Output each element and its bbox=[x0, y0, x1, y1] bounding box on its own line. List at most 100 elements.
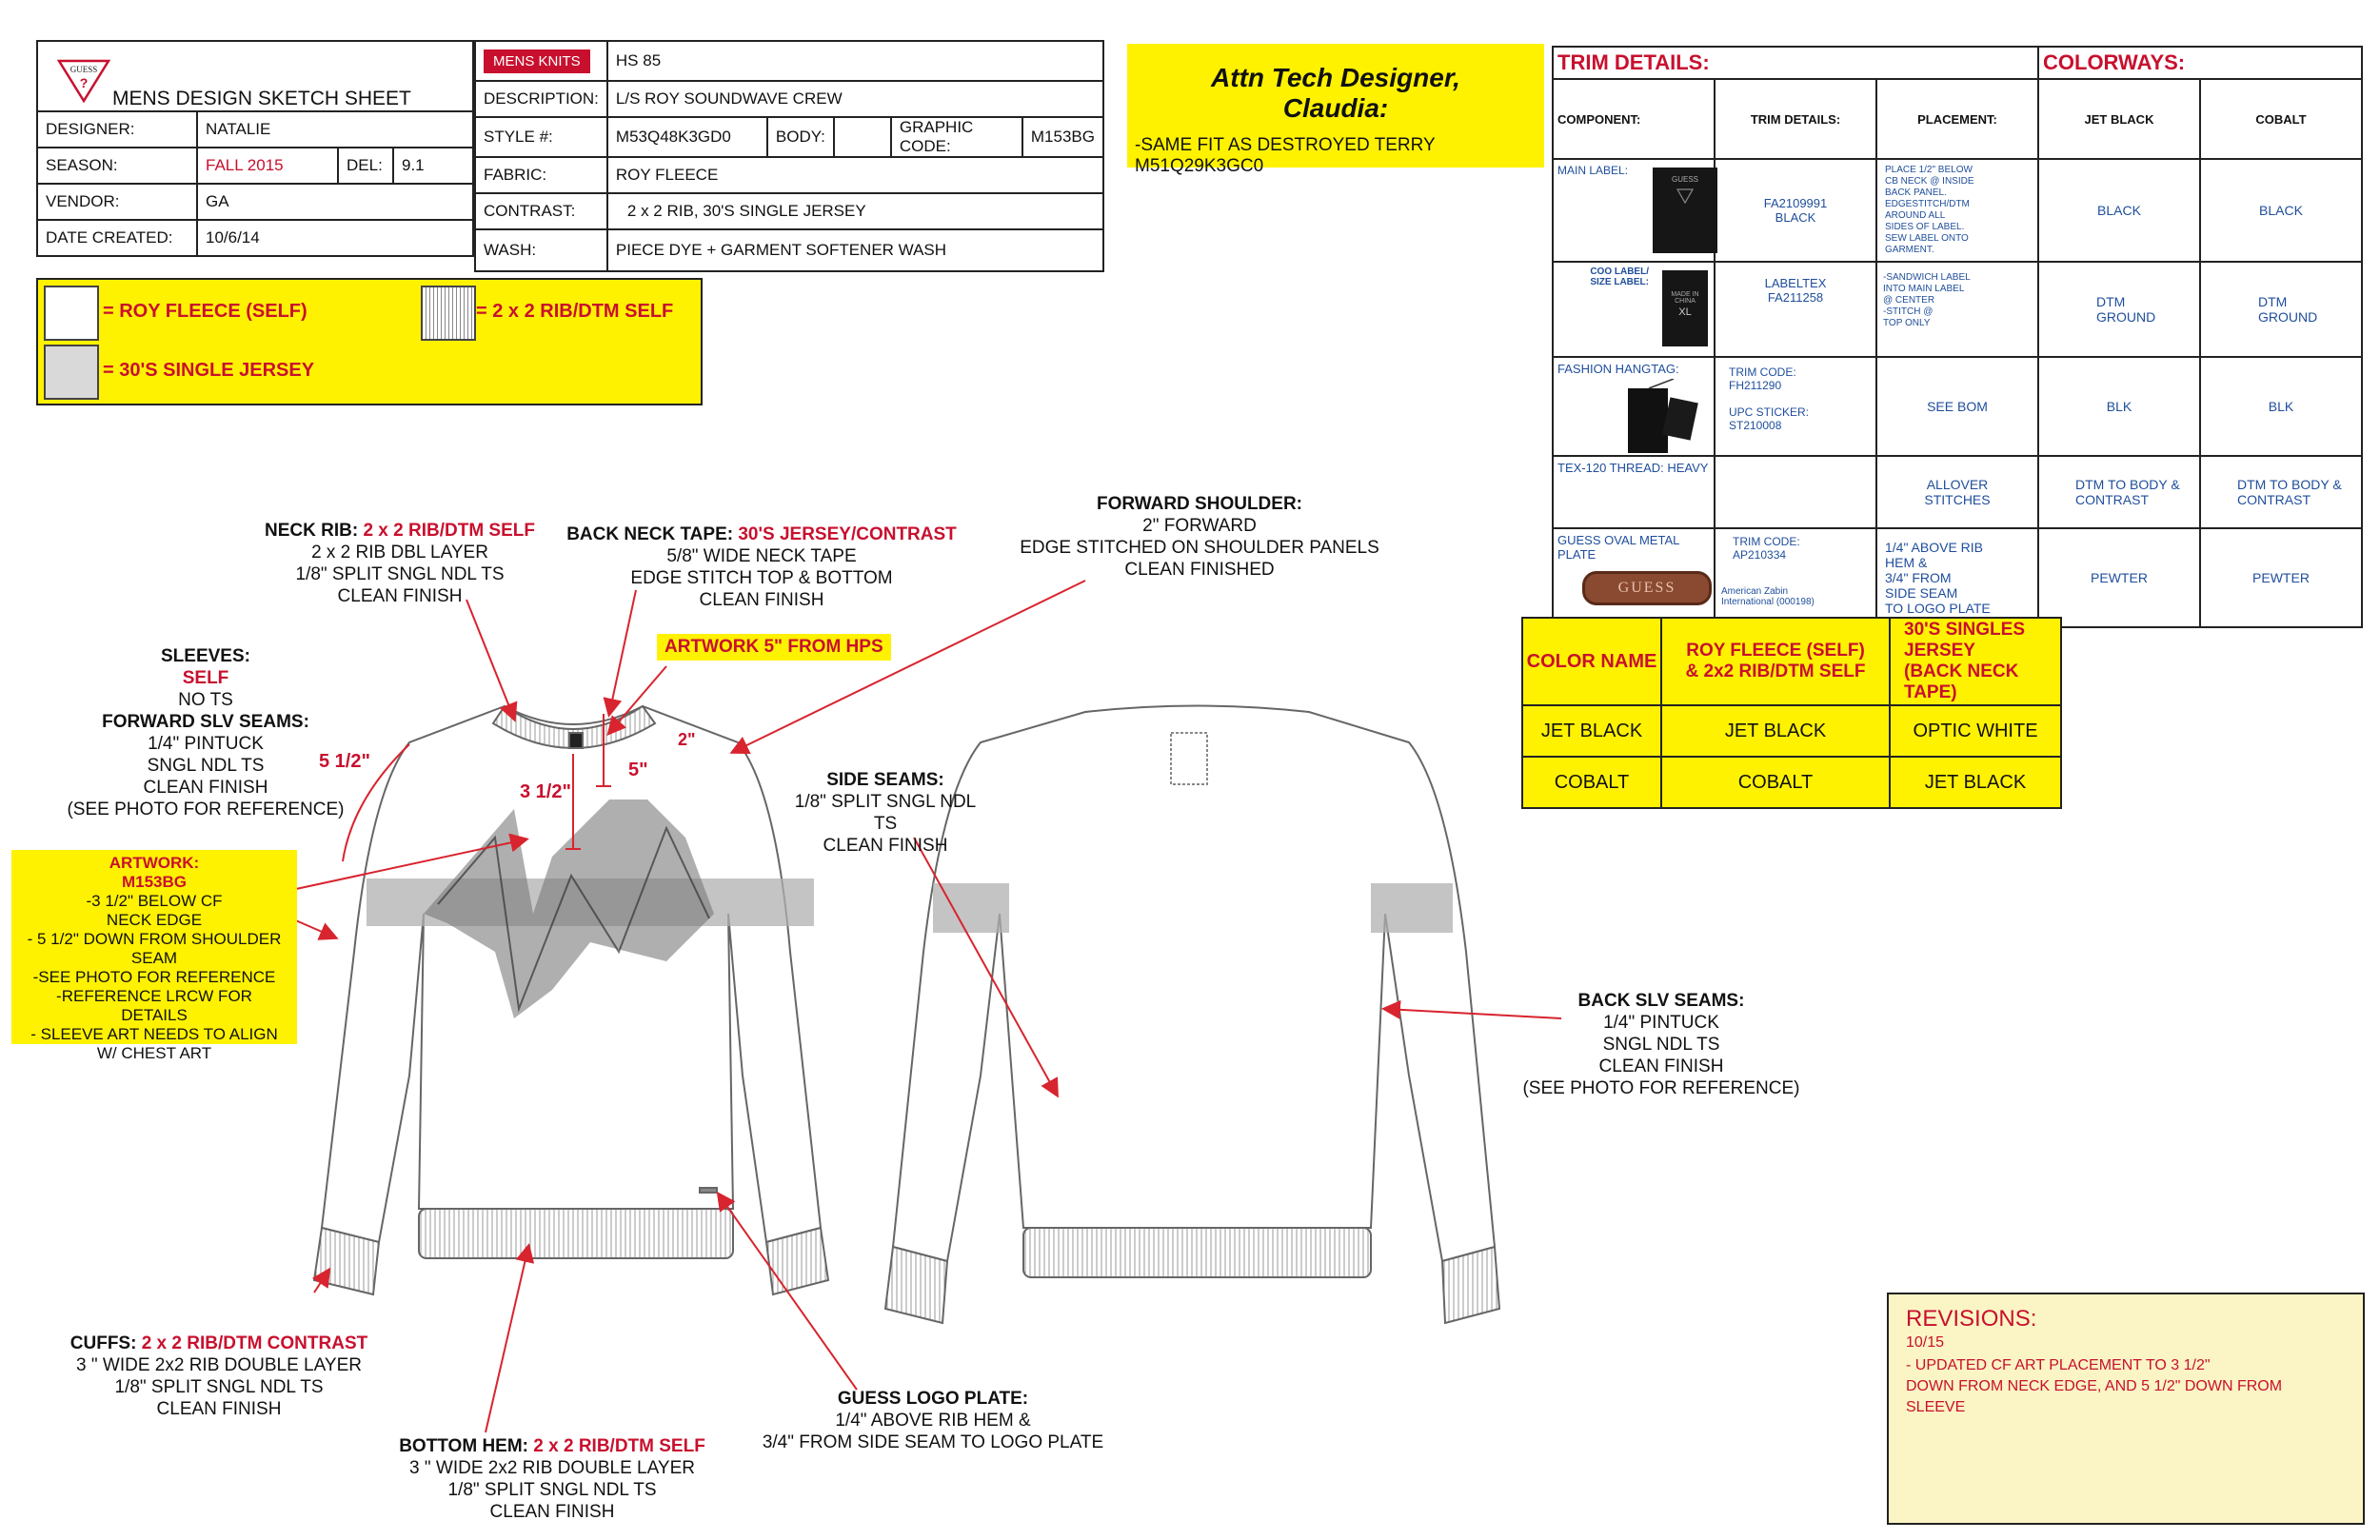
color-header-fleece: ROY FLEECE (SELF) & 2x2 RIB/DTM SELF bbox=[1660, 617, 1891, 706]
color-cell: COBALT bbox=[1660, 756, 1891, 809]
note-back-neck-spec: 30'S JERSEY/CONTRAST bbox=[738, 524, 957, 544]
trim-header-placement: PLACEMENT: bbox=[1875, 78, 2039, 160]
dim-2: 2" bbox=[678, 730, 696, 749]
trim-row: MAIN LABEL: GUESS FA2109991 BLACK PLACE … bbox=[1552, 158, 2363, 263]
trim-jet-black: DTM GROUND bbox=[2037, 261, 2201, 358]
trim-component: FASHION HANGTAG: bbox=[1557, 362, 1679, 376]
trim-header-cobalt: COBALT bbox=[2199, 78, 2363, 160]
fabric-value: ROY FLEECE bbox=[605, 156, 1105, 194]
trim-component: GUESS OVAL METAL PLATE bbox=[1557, 533, 1679, 562]
color-cell: JET BLACK bbox=[1660, 704, 1891, 758]
color-table: COLOR NAME ROY FLEECE (SELF) & 2x2 RIB/D… bbox=[1521, 617, 2062, 809]
fabric-legend: = ROY FLEECE (SELF) = 2 x 2 RIB/DTM SELF… bbox=[36, 278, 703, 405]
color-row: COBALT COBALT JET BLACK bbox=[1521, 756, 2062, 809]
note-neck-rib-title: NECK RIB: bbox=[265, 521, 364, 541]
note-bottom-hem-title: BOTTOM HEM: bbox=[399, 1436, 534, 1456]
size-label-image: MADE IN CHINA XL bbox=[1662, 270, 1708, 346]
note-neck-rib-text: 2 x 2 RIB DBL LAYER 1/8" SPLIT SNGL NDL … bbox=[295, 543, 505, 606]
note-side-seams-text: 1/8" SPLIT SNGL NDL TS CLEAN FINISH bbox=[794, 792, 977, 856]
del-label: DEL: bbox=[337, 147, 394, 185]
note-neck-rib: NECK RIB: 2 x 2 RIB/DTM SELF 2 x 2 RIB D… bbox=[238, 520, 562, 607]
trim-cobalt: PEWTER bbox=[2199, 527, 2363, 628]
legend-rib-label: = 2 x 2 RIB/DTM SELF bbox=[476, 301, 674, 322]
trim-placement: SEE BOM bbox=[1875, 356, 2039, 457]
note-fwd-slv-title: FORWARD SLV SEAMS: bbox=[102, 712, 309, 732]
front-artwork-soundwave bbox=[367, 800, 814, 1018]
note-artwork-title: ARTWORK: bbox=[109, 854, 200, 872]
description-value: L/S ROY SOUNDWAVE CREW bbox=[605, 80, 1105, 118]
note-back-slv-text: 1/4" PINTUCK SNGL NDL TS CLEAN FINISH (S… bbox=[1522, 1013, 1800, 1098]
trim-row: COO LABEL/ SIZE LABEL: MADE IN CHINA XL … bbox=[1552, 261, 2363, 358]
trim-details: LABELTEX FA211258 bbox=[1714, 261, 1877, 358]
color-cell: JET BLACK bbox=[1521, 704, 1662, 758]
sketch-sheet-header: GUESS ? MENS DESIGN SKETCH SHEET DESIGNE… bbox=[36, 40, 474, 257]
note-bottom-hem: BOTTOM HEM: 2 x 2 RIB/DTM SELF 3 " WIDE … bbox=[381, 1435, 724, 1523]
trim-placement: -SANDWICH LABEL INTO MAIN LABEL @ CENTER… bbox=[1875, 261, 2039, 358]
trim-cobalt: DTM GROUND bbox=[2199, 261, 2363, 358]
contrast-value: 2 x 2 RIB, 30'S SINGLE JERSEY bbox=[605, 192, 1105, 230]
vendor-value: GA bbox=[196, 183, 474, 221]
attn-line1: Attn Tech Designer, bbox=[1211, 63, 1460, 92]
season-value: FALL 2015 bbox=[196, 147, 339, 185]
trim-jet-black: BLK bbox=[2037, 356, 2201, 457]
front-view-sweater bbox=[312, 704, 830, 1296]
note-cuffs-title: CUFFS: bbox=[69, 1333, 142, 1353]
designer-value: NATALIE bbox=[196, 110, 474, 148]
trim-details: TRIM CODE: AP210334 bbox=[1733, 535, 1800, 562]
dimension-lines bbox=[342, 714, 611, 862]
trim-details: TRIM CODE: FH211290 UPC STICKER: ST21000… bbox=[1714, 356, 1877, 457]
trim-details bbox=[1714, 455, 1877, 529]
trim-cobalt: BLK bbox=[2199, 356, 2363, 457]
guess-logo-icon: GUESS ? bbox=[57, 59, 110, 103]
note-artwork: ARTWORK: M153BG -3 1/2" BELOW CF NECK ED… bbox=[11, 850, 297, 1062]
note-forward-shoulder-title: FORWARD SHOULDER: bbox=[1096, 494, 1303, 514]
sheet-title: MENS DESIGN SKETCH SHEET bbox=[112, 88, 411, 109]
dim-3-1-2: 3 1/2" bbox=[520, 781, 571, 802]
trim-header-details: TRIM DETAILS: bbox=[1714, 78, 1877, 160]
style-label: STYLE #: bbox=[474, 116, 608, 158]
note-sleeves-title: SLEEVES: bbox=[161, 646, 250, 666]
attn-line3: -SAME FIT AS DESTROYED TERRY M51Q29K3GC0 bbox=[1135, 135, 1436, 176]
body-value bbox=[832, 116, 892, 158]
trim-placement: PLACE 1/2" BELOW CB NECK @ INSIDE BACK P… bbox=[1875, 158, 2039, 263]
revisions-title: REVISIONS: bbox=[1906, 1306, 2037, 1332]
legend-swatch-jersey bbox=[44, 345, 99, 400]
main-label-image: GUESS bbox=[1653, 168, 1717, 253]
trim-jet-black: BLACK bbox=[2037, 158, 2201, 263]
note-artwork-text: -3 1/2" BELOW CF NECK EDGE - 5 1/2" DOWN… bbox=[27, 892, 282, 1062]
trim-details-vendor: American Zabin International (000198) bbox=[1721, 586, 1815, 607]
dim-5: 5" bbox=[628, 760, 648, 780]
note-logo-plate-text: 1/4" ABOVE RIB HEM & 3/4" FROM SIDE SEAM… bbox=[762, 1411, 1104, 1452]
style-value: M53Q48K3GD0 bbox=[605, 116, 768, 158]
trim-row: FASHION HANGTAG: TRIM CODE: FH211290 UPC… bbox=[1552, 356, 2363, 457]
wash-label: WASH: bbox=[474, 228, 608, 272]
body-label: BODY: bbox=[765, 116, 835, 158]
trim-placement: ALLOVER STITCHES bbox=[1875, 455, 2039, 529]
note-guess-logo-plate: GUESS LOGO PLATE: 1/4" ABOVE RIB HEM & 3… bbox=[752, 1388, 1114, 1453]
colorways-title: COLORWAYS: bbox=[2037, 46, 2363, 80]
graphic-code-label: GRAPHIC CODE: bbox=[889, 116, 1023, 158]
guess-metal-plate-image: GUESS bbox=[1582, 571, 1712, 605]
trim-row: TEX-120 THREAD: HEAVY ALLOVER STITCHES D… bbox=[1552, 455, 2363, 529]
note-fwd-slv-text: 1/4" PINTUCK SNGL NDL TS CLEAN FINISH (S… bbox=[67, 734, 345, 819]
trim-jet-black: DTM TO BODY & CONTRAST bbox=[2037, 455, 2201, 529]
note-sleeves: SLEEVES: SELF NO TS FORWARD SLV SEAMS: 1… bbox=[53, 645, 358, 820]
contrast-label: CONTRAST: bbox=[474, 192, 608, 230]
legend-swatch-self bbox=[44, 286, 99, 341]
vendor-label: VENDOR: bbox=[36, 183, 198, 221]
guess-logo-text: GUESS bbox=[70, 65, 98, 74]
trim-details: FA2109991 BLACK bbox=[1714, 158, 1877, 263]
dim-5-1-2: 5 1/2" bbox=[319, 751, 370, 772]
graphic-code-value: M153BG bbox=[1021, 116, 1105, 158]
hs-value: HS 85 bbox=[605, 40, 1105, 82]
note-sleeves-ts: NO TS bbox=[178, 690, 233, 710]
note-side-seams-title: SIDE SEAMS: bbox=[826, 770, 944, 790]
back-view-sweater bbox=[883, 704, 1501, 1325]
svg-text:?: ? bbox=[80, 75, 89, 90]
trim-cobalt: DTM TO BODY & CONTRAST bbox=[2199, 455, 2363, 529]
trim-component: MAIN LABEL: bbox=[1557, 164, 1629, 177]
size-label-made-in: MADE IN CHINA bbox=[1671, 291, 1699, 305]
size-label-size: XL bbox=[1678, 306, 1692, 318]
note-back-slv-seams: BACK SLV SEAMS: 1/4" PINTUCK SNGL NDL TS… bbox=[1514, 990, 1809, 1099]
